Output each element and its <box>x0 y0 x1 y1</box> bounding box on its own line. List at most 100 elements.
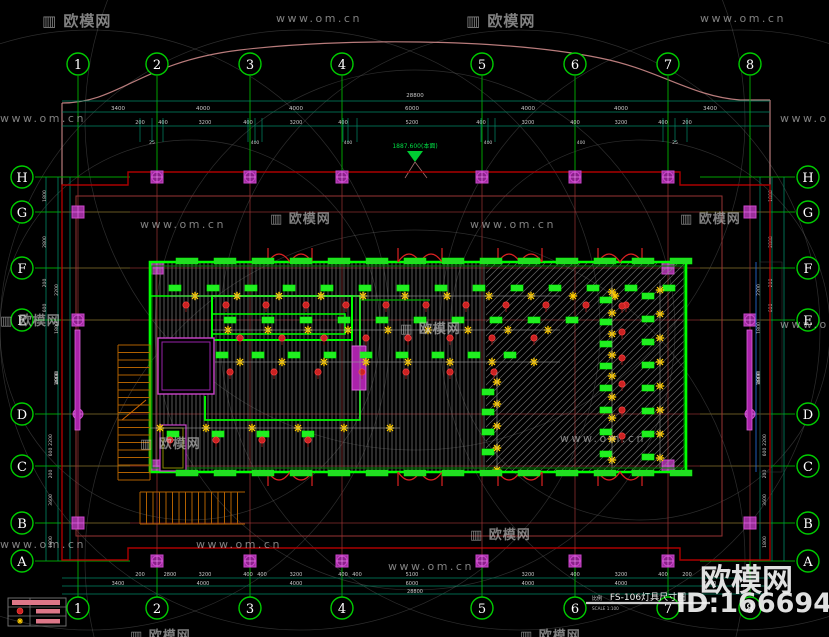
grid-bubble-right-C <box>796 454 820 478</box>
grid-bubble-top-8 <box>738 52 762 76</box>
light-fixture-linear-48 <box>641 338 655 346</box>
light-fixture-linear-19 <box>413 316 427 324</box>
light-fixture-downlight-27 <box>166 436 174 444</box>
light-fixture-linear-29 <box>395 351 409 359</box>
light-fixture-downlight-8 <box>502 301 510 309</box>
dim-right-10: 600 <box>762 448 768 457</box>
light-fixture-linear-52 <box>641 430 655 438</box>
legend-symbol-downlight <box>16 607 24 615</box>
dim-top-l2-4: 3200 <box>290 120 303 126</box>
slab-edge-strip-bottom <box>479 469 503 477</box>
grid-label-left-H: H <box>16 171 27 186</box>
dim-bot-l2-5: 3200 <box>290 572 303 578</box>
light-fixture-linear-54 <box>481 388 495 396</box>
light-fixture-linear-2 <box>244 284 258 292</box>
light-fixture-linear-35 <box>211 430 225 438</box>
grid-bubble-left-F <box>10 256 34 280</box>
slab-edge-strip-top <box>593 257 617 265</box>
dim-top-l2-2: 3200 <box>199 120 212 126</box>
grid-label-bottom-8: 8 <box>746 602 754 617</box>
slab-edge-strip-top <box>365 257 389 265</box>
light-fixture-linear-50 <box>641 384 655 392</box>
dim-left-2: 200 <box>42 279 48 288</box>
slab-edge-strip-top <box>213 257 237 265</box>
light-fixture-downlight-3 <box>302 301 310 309</box>
dim-top-l3-3: 400 <box>484 140 493 146</box>
green-partition-2 <box>211 313 346 335</box>
construction-arc <box>0 29 601 631</box>
dim-bot-l2-0: 200 <box>135 572 145 578</box>
grid-bubble-right-H <box>796 165 820 189</box>
dim-top-l3-2: 400 <box>344 140 353 146</box>
light-fixture-linear-36 <box>256 430 270 438</box>
diagonal-hatch-zone <box>486 262 686 472</box>
grid-label-top-6: 6 <box>571 58 579 73</box>
grid-label-top-3: 3 <box>246 58 254 73</box>
dim-right-3: 600 <box>768 304 774 313</box>
light-fixture-downlight-6 <box>422 301 430 309</box>
light-fixture-linear-15 <box>261 316 275 324</box>
grid-label-left-G: G <box>17 206 27 221</box>
dim-left-1: 2800 <box>42 236 48 248</box>
slab-edge-strip-bottom <box>327 469 351 477</box>
slab-edge-strip-bottom <box>251 469 275 477</box>
dim-right-13: 1800 <box>762 536 768 548</box>
grid-label-left-F: F <box>17 262 26 277</box>
slab-edge-strip-bottom <box>213 469 237 477</box>
dim-bot-l1-4: 4000 <box>522 581 535 587</box>
grid-bubble-right-G <box>796 200 820 224</box>
light-fixture-downlight-9 <box>542 301 550 309</box>
legend-symbol-spotlight <box>17 618 23 624</box>
grid-label-top-7: 7 <box>664 58 672 73</box>
light-fixture-downlight-36 <box>618 432 626 440</box>
stair-bottom <box>139 492 238 524</box>
light-fixture-linear-18 <box>375 316 389 324</box>
slab-edge-strip-bottom <box>289 469 313 477</box>
light-fixture-linear-7 <box>434 284 448 292</box>
light-fixture-downlight-5 <box>382 301 390 309</box>
title-scale-value: SCALE 1:100 <box>592 606 619 611</box>
dim-left-10: 600 <box>48 448 54 457</box>
dim-left-12: 3600 <box>48 494 54 506</box>
light-fixture-linear-12 <box>624 284 638 292</box>
grid-bubble-bottom-5 <box>470 596 494 620</box>
grid-label-right-H: H <box>802 171 813 186</box>
light-fixture-downlight-2 <box>262 301 270 309</box>
dim-top-l3-4: 400 <box>577 140 586 146</box>
light-fixture-downlight-33 <box>618 354 626 362</box>
light-fixture-downlight-0 <box>182 301 190 309</box>
title-scale-label: 比例 <box>592 595 602 602</box>
light-fixture-linear-16 <box>299 316 313 324</box>
light-fixture-linear-10 <box>548 284 562 292</box>
dim-right-7: 4800 <box>756 372 762 384</box>
construction-arc <box>84 0 746 451</box>
slab-edge-strip-bottom <box>365 469 389 477</box>
light-fixture-linear-55 <box>481 408 495 416</box>
light-fixture-downlight-34 <box>618 380 626 388</box>
slab-edge-strip-bottom <box>517 469 541 477</box>
grid-bubble-top-6 <box>563 52 587 76</box>
grid-bubble-right-A <box>796 549 820 573</box>
light-fixture-linear-38 <box>599 296 613 304</box>
light-fixture-downlight-25 <box>446 368 454 376</box>
dim-bot-l2-10: 400 <box>570 572 580 578</box>
dim-bot-l2-13: 200 <box>682 572 692 578</box>
light-fixture-downlight-14 <box>320 334 328 342</box>
dim-bot-l1-5: 4000 <box>615 581 628 587</box>
grid-bubble-left-H <box>10 165 34 189</box>
grid-label-top-8: 8 <box>746 58 754 73</box>
light-fixture-linear-24 <box>215 351 229 359</box>
dim-top-l3-5: 25 <box>672 140 678 146</box>
magenta-vertical-member-left <box>74 329 81 431</box>
slab-edge-strip-top <box>555 257 579 265</box>
grid-bubble-left-C <box>10 454 34 478</box>
dim-bot-l2-11: 3200 <box>615 572 628 578</box>
slab-edge-strip-top <box>669 257 693 265</box>
grid-label-right-E: E <box>803 314 813 329</box>
grid-bubble-left-D <box>10 402 34 426</box>
grid-bubble-right-F <box>796 256 820 280</box>
right-margin-zone <box>759 261 783 473</box>
light-fixture-linear-26 <box>287 351 301 359</box>
grid-bubble-top-2 <box>145 52 169 76</box>
grid-bubble-top-3 <box>238 52 262 76</box>
